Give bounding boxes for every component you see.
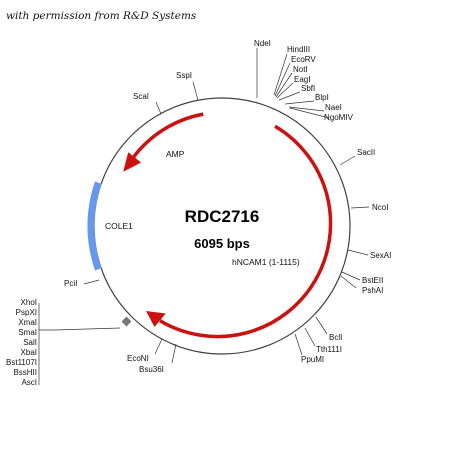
mcs-leader: [39, 327, 121, 331]
naei-leader: [288, 106, 325, 112]
site-sbfi: SbfI: [301, 84, 315, 93]
site-ecorv: EcoRV: [291, 55, 316, 64]
econi-leader: [154, 338, 163, 355]
sexai-leader: [347, 249, 369, 256]
site-eagi: EagI: [294, 75, 310, 84]
site-scai: ScaI: [133, 92, 149, 101]
site-ndei: NdeI: [254, 39, 271, 48]
sacii-leader: [339, 155, 356, 166]
mcs-site: SalI: [23, 338, 37, 347]
site-sspi: SspI: [176, 71, 192, 80]
mcs-site: SmaI: [18, 328, 37, 337]
site-ngomiv: NgoMIV: [324, 113, 354, 122]
sbfi-leader: [278, 91, 301, 101]
plasmid-name: RDC2716: [185, 207, 260, 226]
tth111i-leader: [304, 327, 316, 347]
pshai-leader: [340, 275, 357, 289]
site-pshai: PshAI: [362, 286, 383, 295]
hncam1-label: hNCAM1 (1-1115): [232, 257, 300, 267]
site-tth111i: Tth111I: [316, 345, 342, 354]
site-hindiii: HindIII: [287, 45, 310, 54]
site-blpi: BlpI: [315, 93, 329, 102]
site-naei: NaeI: [325, 103, 342, 112]
site-sexai: SexAI: [370, 251, 391, 260]
ecorv-leader: [274, 62, 291, 97]
scai-leader: [155, 101, 162, 115]
mcs-marker: [121, 316, 132, 327]
noti-leader: [275, 72, 293, 98]
site-bsteii: BstEII: [362, 276, 383, 285]
mcs-site: XmaI: [18, 318, 37, 327]
cole1-label: COLE1: [105, 221, 133, 231]
amp-label: AMP: [166, 149, 185, 159]
amp-arrowhead: [123, 152, 142, 172]
bcli-leader: [315, 316, 328, 335]
mcs-site: BssHII: [13, 368, 37, 377]
blpi-leader: [284, 100, 315, 105]
site-noti: NotI: [293, 65, 308, 74]
amp-arrow: [132, 112, 204, 158]
cole1-segment: [87, 181, 102, 271]
plasmid-size: 6095 bps: [194, 236, 250, 251]
eagi-leader: [276, 82, 294, 99]
site-bcli: BclI: [329, 333, 342, 342]
mcs-site: PspXI: [16, 308, 37, 317]
site-pcii: PciI: [64, 279, 77, 288]
sspi-leader: [192, 81, 199, 101]
site-sacii: SacII: [357, 148, 375, 157]
mcs-site: AscI: [21, 378, 37, 387]
mcs-site: Bst1107I: [6, 358, 37, 367]
hncam1-arrowhead: [146, 311, 166, 327]
bsu36i-leader: [171, 343, 177, 364]
site-bsu36i: Bsu36I: [139, 365, 164, 374]
site-econi: EcoNI: [127, 354, 149, 363]
mcs-site: XhoI: [21, 298, 37, 307]
site-ppumi: PpuMI: [301, 355, 324, 364]
mcs-site: XbaI: [21, 348, 37, 357]
pcii-leader: [83, 279, 100, 285]
ppumi-leader: [294, 333, 303, 356]
credit-text: with permission from R&D Systems: [6, 10, 197, 22]
site-ncoi: NcoI: [372, 203, 388, 212]
hindiii-leader: [273, 53, 288, 96]
bsteii-leader: [341, 271, 361, 281]
ncoi-leader: [350, 206, 370, 209]
ngomiv-leader: [289, 107, 330, 119]
hncam1-arrow: [159, 124, 333, 339]
